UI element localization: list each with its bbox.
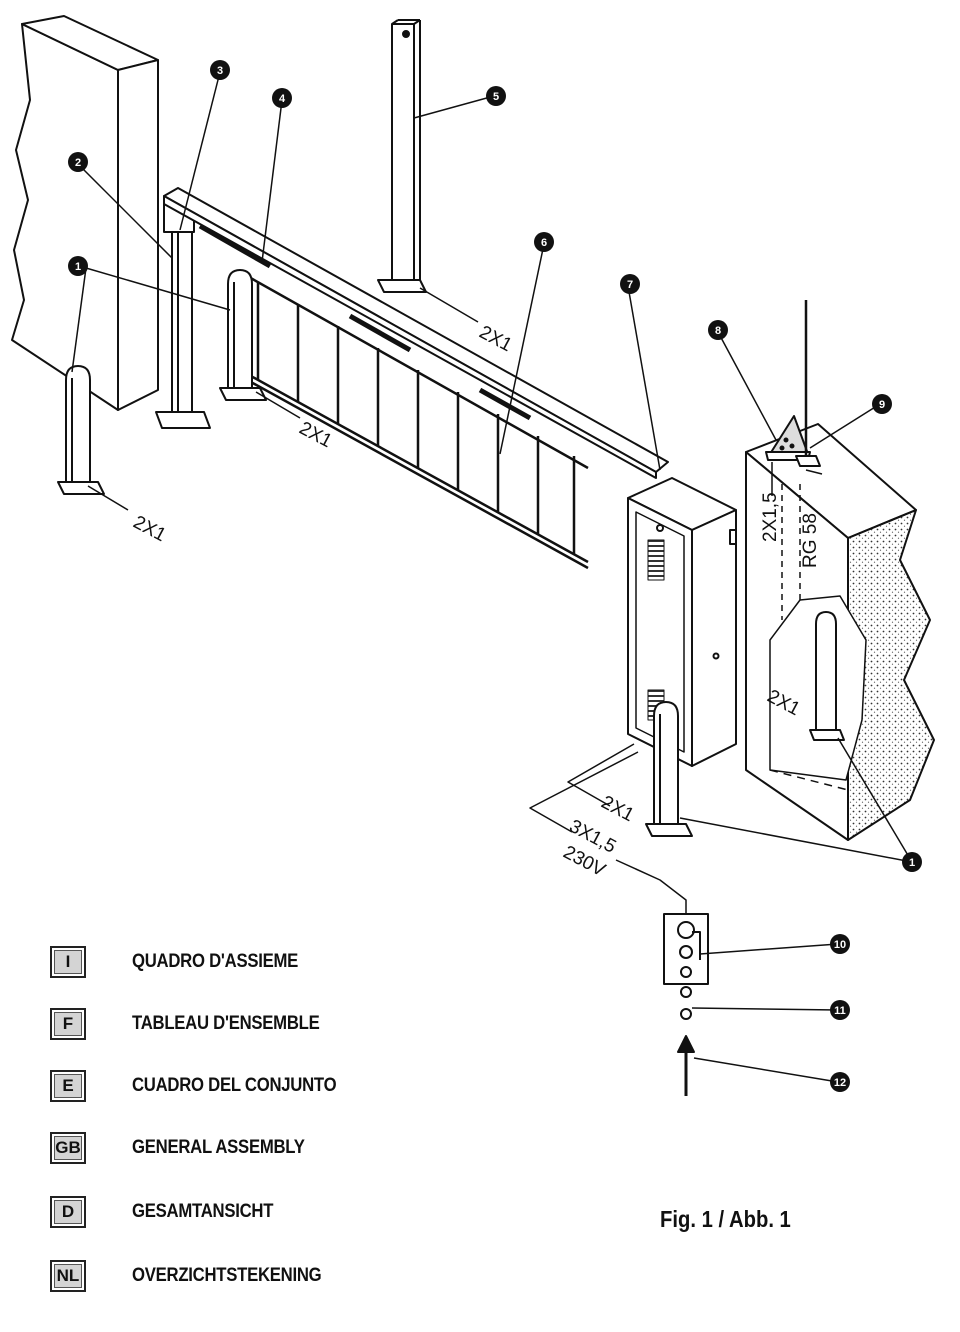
callout-11: 11 (830, 1000, 850, 1020)
callout-12: 12 (830, 1072, 850, 1092)
language-code-badge: NL (50, 1260, 86, 1292)
cable-label-unit-post: 2X1 (598, 792, 638, 826)
language-code-badge: D (50, 1196, 86, 1228)
callout-label: 12 (834, 1077, 846, 1089)
language-code-badge: I (50, 946, 86, 978)
legend-title: GESAMTANSICHT (132, 1201, 274, 1222)
callout-label: 3 (217, 65, 223, 77)
legend-row-it: I QUADRO D'ASSIEME (50, 942, 321, 982)
callout-1b: 1 (902, 852, 922, 872)
cable-lines (87, 287, 823, 914)
barrier-boom (163, 187, 669, 479)
callout-9: 9 (872, 394, 892, 414)
leader-lines (71, 71, 913, 1083)
callout-label: 5 (493, 91, 499, 103)
legend-row-fr: F TABLEAU D'ENSEMBLE (50, 1004, 345, 1044)
callout-label: 2 (75, 157, 81, 169)
figure-caption: Fig. 1 / Abb. 1 (660, 1206, 791, 1232)
callout-label: 10 (834, 939, 846, 951)
legend-title: OVERZICHTSTEKENING (132, 1265, 322, 1286)
cable-entries (680, 986, 692, 1020)
legend-title: TABLEAU D'ENSEMBLE (132, 1013, 320, 1034)
main-switch-box (663, 913, 709, 985)
photocell-post-mid (219, 269, 267, 401)
legend-title: CUADRO DEL CONJUNTO (132, 1075, 337, 1096)
legend-row-en: GB GENERAL ASSEMBLY (50, 1128, 328, 1168)
legend-row-de: D GESAMTANSICHT (50, 1192, 292, 1232)
power-supply-arrow (677, 1035, 695, 1096)
support-pillar (155, 199, 211, 429)
callout-label: 7 (627, 279, 633, 291)
cable-label-pillar: 2X1 (476, 322, 516, 356)
cable-label-post-mid: 2X1 (296, 418, 336, 452)
callout-label: 11 (834, 1005, 846, 1017)
callout-label: 6 (541, 237, 547, 249)
callout-6: 6 (534, 232, 554, 252)
antenna (795, 300, 821, 467)
callout-2: 2 (68, 152, 88, 172)
callout-10: 10 (830, 934, 850, 954)
legend-row-es: E CUADRO DEL CONJUNTO (50, 1066, 364, 1106)
callout-label: 4 (279, 93, 286, 105)
right-pillar-block (745, 423, 935, 841)
callout-label: 8 (715, 325, 721, 337)
photocell-post-unit (645, 701, 693, 837)
legend-title: GENERAL ASSEMBLY (132, 1137, 305, 1158)
callout-8: 8 (708, 320, 728, 340)
callout-4: 4 (272, 88, 292, 108)
legend-title: QUADRO D'ASSIEME (132, 951, 299, 972)
callout-group: 1 2 3 4 5 6 7 8 9 1 10 11 12 (68, 60, 922, 1092)
column (377, 19, 427, 293)
photocell-post-left (57, 365, 105, 495)
callout-label: 9 (879, 399, 885, 411)
cable-label-lamp: 2X1,5 (760, 492, 781, 542)
callout-5: 5 (486, 86, 506, 106)
control-unit (627, 477, 737, 767)
callout-3: 3 (210, 60, 230, 80)
language-code-badge: F (50, 1008, 86, 1040)
callout-label: 1 (75, 261, 81, 273)
callout-1a: 1 (68, 256, 88, 276)
callout-label: 1 (909, 857, 915, 869)
cable-label-post-left: 2X1 (130, 512, 170, 546)
cable-label-antenna: RG 58 (800, 513, 821, 568)
legend-row-nl: NL OVERZICHTSTEKENING (50, 1256, 347, 1296)
callout-7: 7 (620, 274, 640, 294)
boom-skirt (239, 270, 589, 570)
left-wall (11, 15, 159, 411)
language-code-badge: E (50, 1070, 86, 1102)
language-code-badge: GB (50, 1132, 86, 1164)
